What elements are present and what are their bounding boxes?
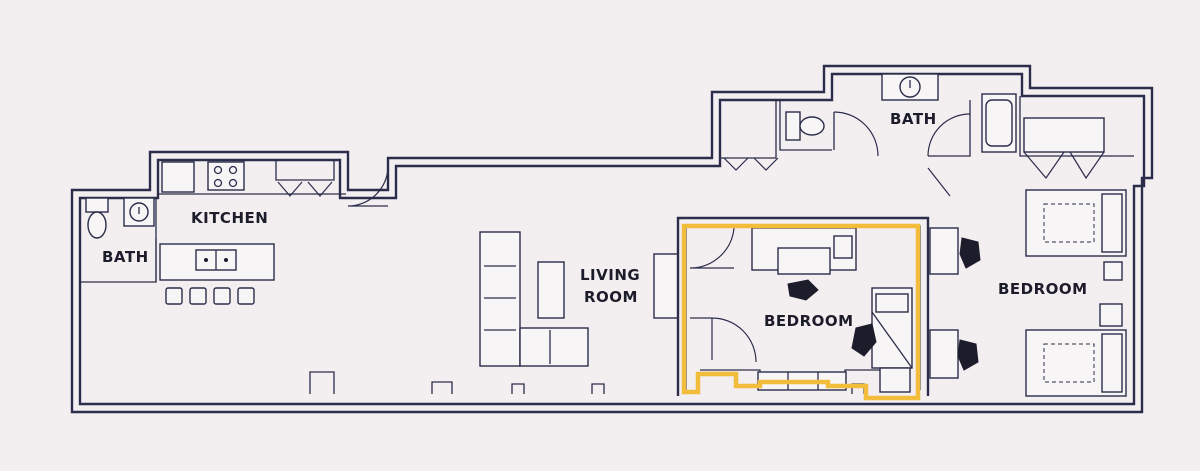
toilet-icon [799,116,825,136]
room-label-room: ROOM [584,288,638,306]
closet-door [690,317,757,363]
bathtub-icon [985,99,1013,147]
pillow-icon [875,293,909,313]
bar-stool [213,287,231,305]
nightstand [1103,261,1123,281]
room-label-bedroom-right: BEDROOM [998,280,1088,298]
bar-stool [189,287,207,305]
nightstand [1099,303,1123,327]
chair-icon [787,279,819,301]
desk [777,247,831,275]
room-label-bath-left: BATH [102,248,149,266]
room-label-bath-top: BATH [890,110,937,128]
selected-room-highlight [681,223,921,401]
toilet-tank [785,111,801,141]
bar-stool [165,287,183,305]
closet [1023,117,1105,153]
bar-stool [237,287,255,305]
stove-icon [207,161,245,191]
bedroom-door [689,227,735,269]
entry-door [347,165,389,207]
kitchen-area [158,160,346,305]
living-room-area [479,231,679,367]
top-bath-area [720,73,1017,197]
chair-icon [957,339,979,371]
room-label-bedroom-center: BEDROOM [764,312,854,330]
pillow-icon [1101,333,1123,393]
sofa-icon [479,231,521,367]
coffee-table [537,261,565,319]
sofa-icon [519,327,589,367]
chair-icon [851,323,877,357]
desk [929,329,959,379]
room-label-kitchen: KITCHEN [191,209,268,227]
pillow-icon [1101,193,1123,253]
right-bedroom-area [929,96,1134,397]
nightstand [879,367,911,393]
toilet-tank [85,197,109,213]
center-bedroom-walls [676,216,930,396]
desk [929,227,959,275]
room-label-living: LIVING [580,266,640,284]
toilet-icon [87,211,107,239]
chair-icon [959,237,981,269]
desk [833,235,853,259]
left-bath-area [80,197,157,283]
exterior-walls [70,64,1154,414]
wall-columns [309,371,865,394]
fridge-icon [161,161,195,193]
tv-console [653,253,679,319]
